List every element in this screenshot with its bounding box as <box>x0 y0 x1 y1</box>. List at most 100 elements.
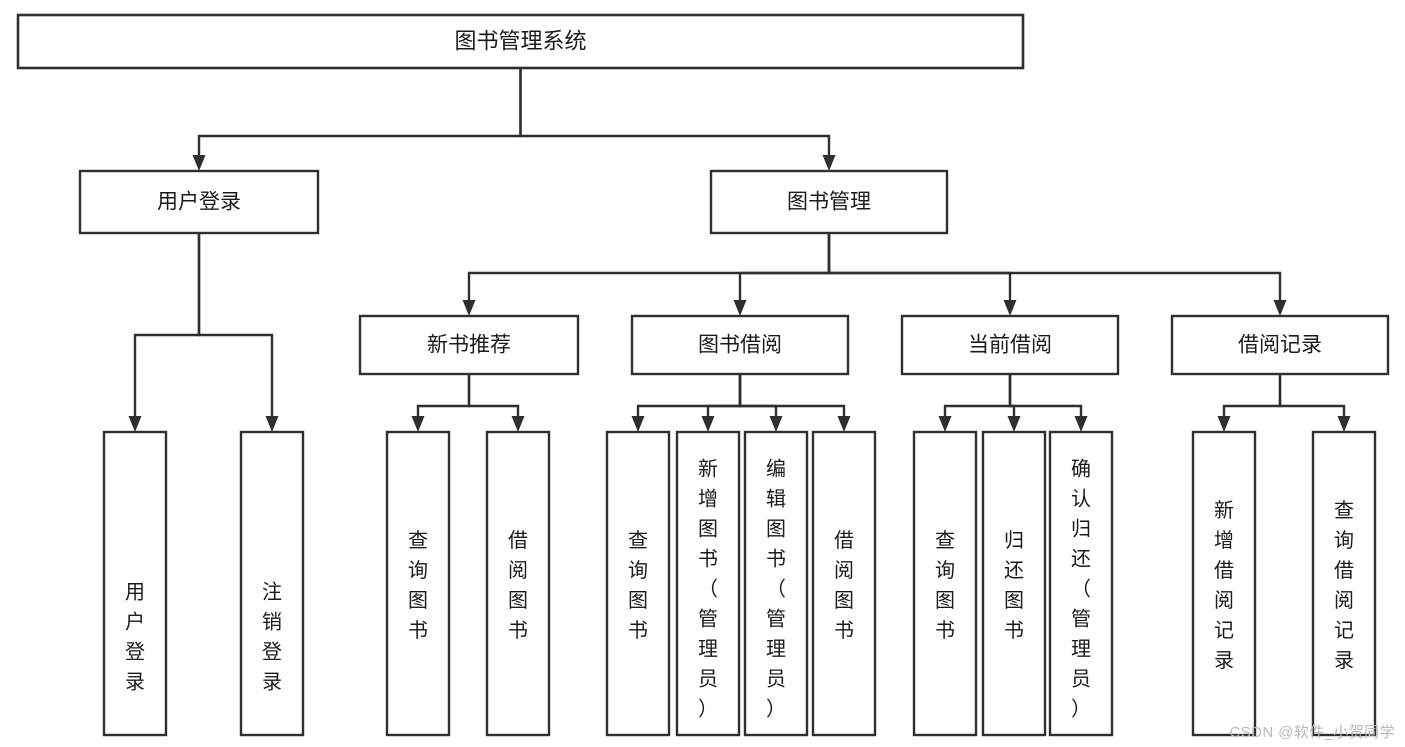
node-label-char: 登 <box>262 640 282 663</box>
connector-book-manage-to-book-borrow <box>733 233 831 316</box>
node-new-book-recommend[interactable]: 新书推荐 <box>358 314 580 376</box>
node-label-char: 查 <box>628 529 648 552</box>
node-box <box>1048 430 1114 737</box>
node-label-char: 借 <box>834 529 854 552</box>
node-label-char: 归 <box>1071 517 1091 540</box>
node-label-char: 书 <box>834 619 854 642</box>
node-label-char: 图 <box>408 590 428 612</box>
node-box <box>239 430 305 737</box>
node-label-char: 员 <box>698 668 718 690</box>
node-label-char: 管 <box>698 607 718 630</box>
node-user-login[interactable]: 用户登录 <box>78 169 320 235</box>
node-label: 借阅记录 <box>1238 334 1322 357</box>
node-label-char: 书 <box>766 547 786 570</box>
node-box <box>811 430 877 737</box>
node-box <box>16 13 1025 70</box>
node-label-char: （ <box>766 577 786 600</box>
node-label-char: 理 <box>1071 638 1091 660</box>
node-label-char: 阅 <box>1214 589 1234 612</box>
node-label-char: 员 <box>766 668 786 690</box>
node-label-char: 图 <box>766 518 786 540</box>
connector-book-manage-to-new-book-recommend <box>462 233 831 316</box>
connector-user-login-to-leaf-user-login <box>128 233 201 432</box>
node-label: 新书推荐 <box>427 334 511 357</box>
node-label-char: 书 <box>935 619 955 642</box>
node-box <box>900 314 1120 376</box>
node-label-char: 询 <box>1334 529 1354 552</box>
node-label: 用户登录 <box>157 191 241 214</box>
arrow-head-icon <box>822 155 836 171</box>
node-label-char: 新 <box>698 457 718 480</box>
node-book-borrow[interactable]: 图书借阅 <box>630 314 850 376</box>
connector-borrow-record-to-leaf-add-record <box>1217 374 1282 432</box>
arrow-head-icon <box>511 416 525 432</box>
node-label-char: 录 <box>1334 650 1354 672</box>
node-box <box>675 430 741 737</box>
connector-borrow-record-to-leaf-query-record <box>1278 374 1351 432</box>
node-label-char: 图 <box>935 590 955 612</box>
connector-book-borrow-to-leaf-add-book <box>701 374 742 432</box>
connector-book-manage-to-current-borrow <box>827 233 1017 316</box>
node-box <box>605 430 671 737</box>
node-layer: 图书管理系统用户登录图书管理新书推荐图书借阅当前借阅借阅记录用户登录注销登录查询… <box>16 13 1390 737</box>
arrow-head-icon <box>1337 416 1351 432</box>
node-label-char: 辑 <box>766 487 786 510</box>
node-label: 当前借阅 <box>968 334 1052 357</box>
node-label-char: 确 <box>1071 457 1091 480</box>
arrow-head-icon <box>837 416 851 432</box>
node-box <box>981 430 1047 737</box>
node-leaf-user-login[interactable]: 用户登录 <box>102 430 168 737</box>
node-label-char: 注 <box>262 580 282 603</box>
arrow-head-icon <box>265 416 279 432</box>
arrow-head-icon <box>1007 416 1021 432</box>
node-current-borrow[interactable]: 当前借阅 <box>900 314 1120 376</box>
node-book-manage[interactable]: 图书管理 <box>709 169 949 235</box>
node-borrow-record[interactable]: 借阅记录 <box>1170 314 1390 376</box>
arrow-head-icon <box>411 416 425 432</box>
node-label-char: ） <box>698 697 718 720</box>
node-label-char: 认 <box>1071 487 1091 510</box>
node-label-char: 归 <box>1004 529 1024 552</box>
node-label-char: 员 <box>1071 668 1091 690</box>
node-label-char: 查 <box>408 529 428 552</box>
node-label-char: 管 <box>766 607 786 630</box>
node-label-char: 户 <box>125 610 145 633</box>
node-label-char: 还 <box>1071 547 1091 570</box>
node-label-char: 记 <box>1214 619 1234 642</box>
node-label-char: 登 <box>125 640 145 663</box>
node-label-char: 录 <box>262 671 282 693</box>
node-label-char: （ <box>1071 577 1091 600</box>
node-label-char: 还 <box>1004 559 1024 582</box>
node-label-char: 图 <box>508 590 528 612</box>
node-label-char: 借 <box>1214 559 1234 582</box>
node-box <box>1311 430 1377 737</box>
node-label: 图书借阅 <box>698 334 782 357</box>
node-label-char: 询 <box>628 559 648 582</box>
node-box <box>1191 430 1257 737</box>
node-label-char: （ <box>698 577 718 600</box>
node-label-char: 书 <box>698 547 718 570</box>
node-label-char: 查 <box>1334 499 1354 522</box>
node-label-char: 用 <box>125 581 145 603</box>
node-box <box>78 169 320 235</box>
node-root[interactable]: 图书管理系统 <box>16 13 1025 70</box>
